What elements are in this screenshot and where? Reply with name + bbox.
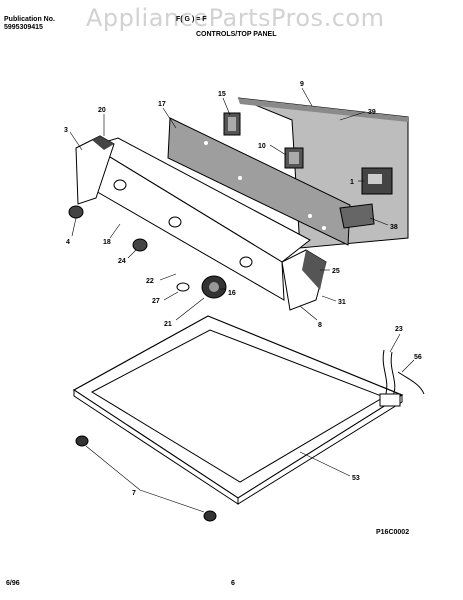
bracket-38	[339, 203, 375, 229]
callout-23: 23	[395, 326, 403, 333]
publication-number: 5995309415	[4, 24, 43, 31]
callout-24: 24	[118, 258, 126, 265]
footer-date: 6/96	[6, 580, 20, 587]
knob-24	[132, 238, 148, 252]
wire-harness-23	[379, 349, 425, 407]
knob-16	[201, 275, 227, 299]
section-title: CONTROLS/TOP PANEL	[196, 31, 277, 38]
leader-lines	[69, 87, 415, 513]
end-cap-right	[281, 249, 327, 311]
callout-31: 31	[338, 299, 346, 306]
callout-10: 10	[258, 143, 266, 150]
callout-25: 25	[332, 268, 340, 275]
callout-53: 53	[352, 475, 360, 482]
watermark: AppliancePartsPros.com	[86, 4, 385, 32]
switch-15	[223, 112, 241, 136]
callout-1: 1	[350, 179, 354, 186]
callout-16: 16	[228, 290, 236, 297]
callout-labels: 9 39 20 17 15 3 10 1 38 4 18 24 22 27 16…	[64, 81, 422, 536]
callout-17: 17	[158, 101, 166, 108]
callout-21: 21	[164, 321, 172, 328]
callout-8: 8	[318, 322, 322, 329]
callout-27: 27	[152, 298, 160, 305]
callout-22: 22	[146, 278, 154, 285]
diagram-code: P16C0002	[376, 529, 409, 536]
callout-38: 38	[390, 224, 398, 231]
top-panel-53	[72, 315, 404, 505]
timer-1	[361, 167, 393, 195]
model-fragment: F( G ) = F	[176, 16, 207, 23]
callout-9: 9	[300, 81, 304, 88]
clips-7	[75, 435, 217, 522]
callout-4: 4	[66, 239, 70, 246]
callout-18: 18	[103, 239, 111, 246]
footer-page: 6	[231, 580, 235, 587]
switch-10	[284, 147, 304, 169]
callout-56: 56	[414, 354, 422, 361]
end-cap-left	[75, 135, 115, 205]
callout-39: 39	[368, 109, 376, 116]
callout-20: 20	[98, 107, 106, 114]
callout-3: 3	[64, 127, 68, 134]
control-board-17	[167, 117, 351, 246]
callout-7: 7	[132, 490, 136, 497]
clip-27	[176, 282, 190, 292]
publication-label: Publication No.	[4, 16, 55, 23]
callout-15: 15	[218, 91, 226, 98]
knob-4	[68, 205, 84, 219]
